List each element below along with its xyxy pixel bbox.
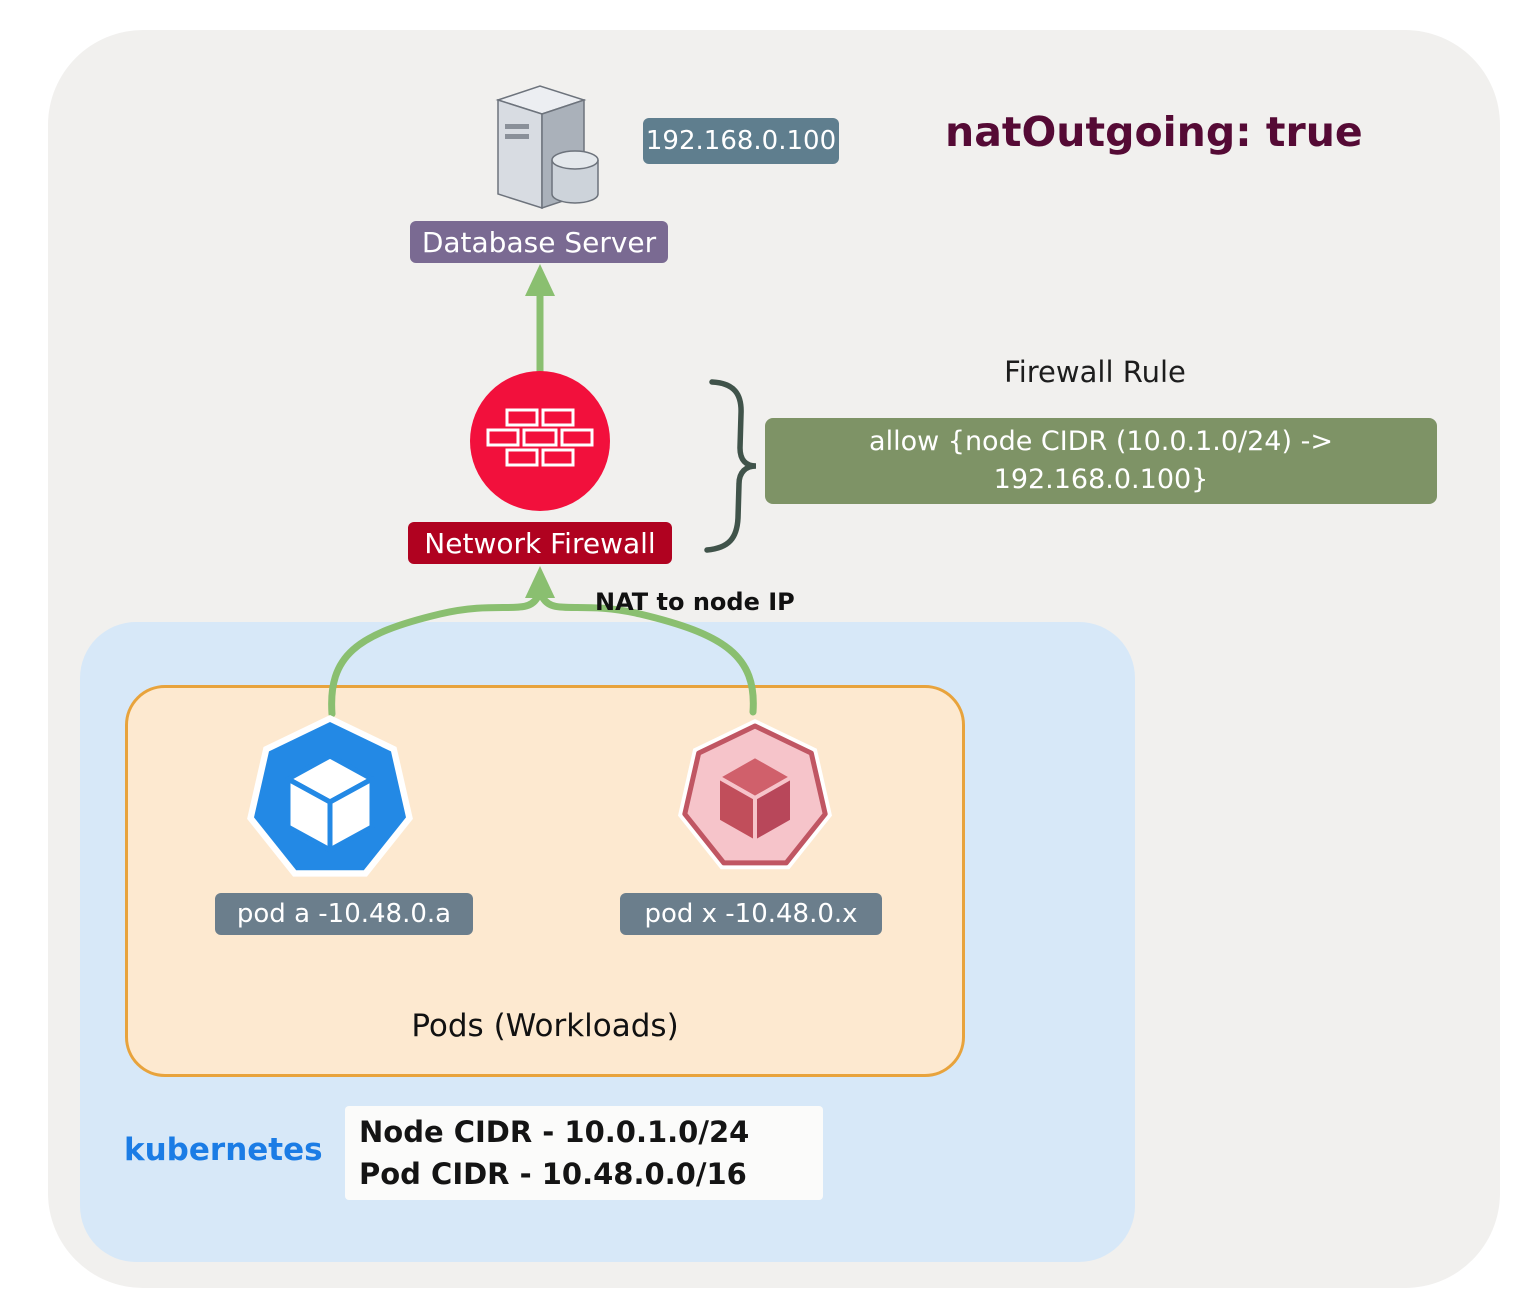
pod-a-label: pod a -10.48.0.a xyxy=(215,893,473,935)
kubernetes-pod-icon-pink xyxy=(678,719,832,870)
brick-wall-icon xyxy=(486,408,594,467)
kubernetes-label: kubernetes xyxy=(124,1132,323,1168)
arrow-firewall-to-database xyxy=(525,264,555,382)
node-cidr-text: Node CIDR - 10.0.1.0/24 xyxy=(359,1115,750,1149)
cidr-info-box: Node CIDR - 10.0.1.0/24 Pod CIDR - 10.48… xyxy=(345,1106,823,1200)
pods-workloads-title: Pods (Workloads) xyxy=(411,1008,679,1044)
pod-x-label: pod x -10.48.0.x xyxy=(620,893,882,935)
server-database-icon xyxy=(495,85,599,210)
firewall-rule-box: allow {node CIDR (10.0.1.0/24) -> 192.16… xyxy=(765,418,1437,504)
kubernetes-pod-icon-blue xyxy=(247,715,413,877)
nat-annotation: NAT to node IP xyxy=(595,588,795,616)
page-title: natOutgoing: true xyxy=(945,108,1363,156)
database-ip-badge: 192.168.0.100 xyxy=(643,118,839,164)
firewall-rule-title: Firewall Rule xyxy=(1004,355,1186,389)
pod-cidr-text: Pod CIDR - 10.48.0.0/16 xyxy=(359,1157,747,1191)
arrow-pods-to-firewall xyxy=(328,566,757,718)
brace xyxy=(704,379,757,553)
firewall-rule-line1: allow {node CIDR (10.0.1.0/24) -> xyxy=(869,426,1333,457)
network-firewall-label: Network Firewall xyxy=(408,522,672,564)
network-firewall-node xyxy=(470,371,610,511)
firewall-rule-line2: 192.168.0.100} xyxy=(993,464,1209,495)
database-server-label: Database Server xyxy=(410,221,668,263)
